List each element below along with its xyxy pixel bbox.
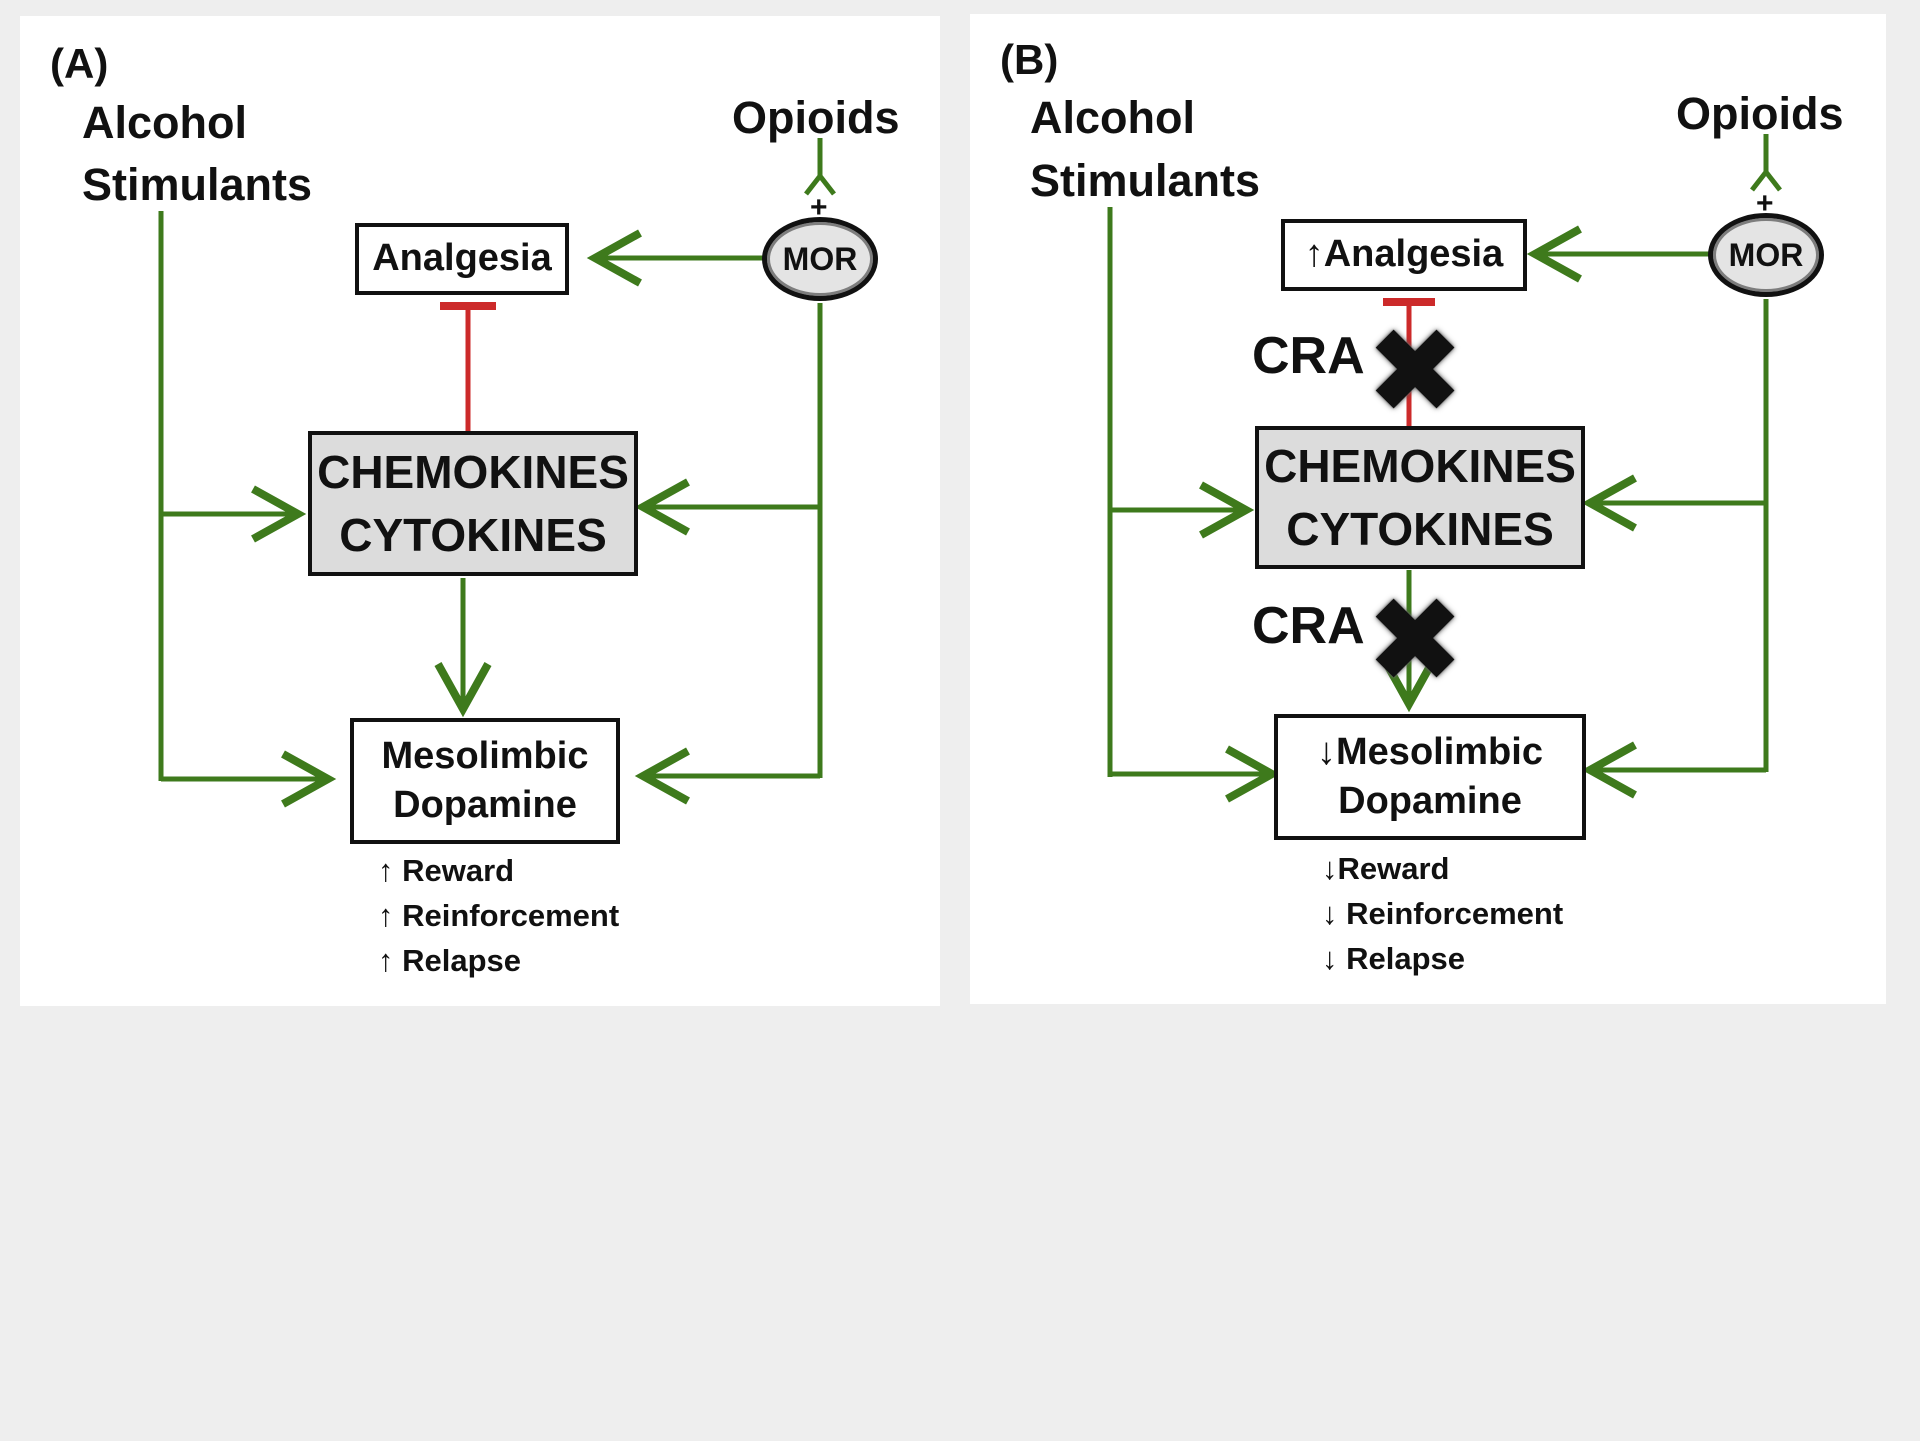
- opioids-label: Opioids: [732, 92, 900, 143]
- panel-b: (B) Alcohol Stimulants Opioids + MOR ↑An…: [970, 14, 1886, 1004]
- panel-b-connectors: [1107, 134, 1782, 803]
- outcomes-list: ↓Reward ↓ Reinforcement ↓ Relapse: [1322, 846, 1563, 981]
- mesolimbic-dopamine-box: ↓Mesolimbic Dopamine: [1274, 714, 1586, 840]
- cytokines-label: CYTOKINES: [1286, 502, 1554, 555]
- mor-receptor: MOR: [1708, 213, 1824, 297]
- alcohol-label: Alcohol: [1030, 92, 1195, 143]
- cytokines-label: CYTOKINES: [339, 508, 607, 561]
- analgesia-box: Analgesia: [355, 223, 569, 295]
- inhibition-mark: [1383, 298, 1435, 426]
- outcome-reinforcement: ↑ Reinforcement: [378, 898, 620, 933]
- opioid-receptor-stem: [1750, 134, 1782, 192]
- block-x-icon-upper: ✖: [1365, 306, 1465, 438]
- panel-label: (B): [1000, 36, 1059, 83]
- dopamine-label: Dopamine: [393, 784, 577, 826]
- plus-sign: +: [1756, 187, 1774, 220]
- alcohol-label: Alcohol: [82, 97, 247, 148]
- outcome-relapse: ↓ Relapse: [1322, 941, 1466, 976]
- stimulants-label: Stimulants: [82, 159, 313, 210]
- outcome-reward: ↓Reward: [1322, 851, 1450, 886]
- outcomes-list: ↑ Reward ↑ Reinforcement ↑ Relapse: [378, 848, 619, 983]
- chemokines-cytokines-box: CHEMOKINES CYTOKINES: [308, 431, 638, 576]
- inhibition-mark: [440, 302, 496, 431]
- opioid-receptor-stem: [804, 138, 836, 196]
- chemokines-label: CHEMOKINES: [317, 446, 629, 499]
- panel-label: (A): [50, 40, 109, 87]
- analgesia-box: ↑Analgesia: [1281, 219, 1527, 291]
- panel-a: (A) Alcohol Stimulants Opioids + MOR Ana…: [20, 16, 940, 1006]
- outcome-reward: ↑ Reward: [378, 853, 515, 888]
- outcome-reinforcement: ↓ Reinforcement: [1322, 896, 1564, 931]
- mesolimbic-dopamine-box: Mesolimbic Dopamine: [350, 718, 620, 844]
- mor-receptor: MOR: [762, 217, 878, 301]
- analgesia-label: ↑Analgesia: [1304, 233, 1504, 276]
- mesolimbic-label: Mesolimbic: [381, 734, 589, 777]
- plus-sign: +: [810, 191, 828, 224]
- outcome-relapse: ↑ Relapse: [378, 943, 522, 978]
- cra-label-upper: CRA: [1252, 327, 1365, 385]
- dopamine-label: Dopamine: [1338, 780, 1522, 822]
- panel-a-connectors: [158, 138, 836, 808]
- mesolimbic-label: ↓Mesolimbic: [1317, 730, 1543, 773]
- chemokines-cytokines-box: CHEMOKINES CYTOKINES: [1255, 426, 1585, 569]
- opioids-label: Opioids: [1676, 88, 1844, 139]
- chemokines-label: CHEMOKINES: [1264, 440, 1576, 493]
- block-x-icon-lower: ✖: [1365, 575, 1465, 707]
- stimulants-label: Stimulants: [1030, 155, 1261, 206]
- analgesia-label: Analgesia: [372, 237, 552, 280]
- cra-label-lower: CRA: [1252, 597, 1365, 655]
